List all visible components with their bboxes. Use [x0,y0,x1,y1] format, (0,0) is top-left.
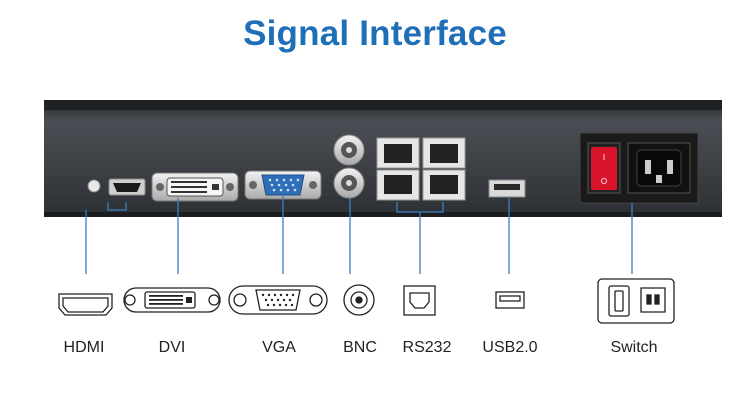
hdmi-port-icon [58,293,113,316]
hdmi-port-photo [108,178,146,196]
port-label-bnc: BNC [343,339,377,356]
port-label-switch: Switch [610,339,658,356]
dvi-port-icon [123,287,221,313]
power-module-photo: I O [579,132,699,204]
page-title: Signal Interface [243,14,507,53]
rs232-port-icon [403,285,436,316]
port-label-vga: VGA [262,339,296,356]
bnc-port-icon [343,284,375,316]
connector-lines [85,196,633,274]
port-label-dvi: DVI [158,339,186,356]
usb-port-icon [495,291,525,309]
svg-text:O: O [601,177,607,186]
vga-port-icon [228,285,328,315]
power-switch-icon [597,278,675,324]
port-label-usb: USB2.0 [482,339,538,356]
dvi-port-photo [151,172,239,202]
usb-port-photo [488,179,526,198]
rs232-ports-photo [376,137,466,201]
led-indicator [87,179,101,193]
port-label-hdmi: HDMI [63,339,105,356]
bnc-ports-photo [333,134,365,199]
svg-text:I: I [603,153,605,162]
port-label-rs232: RS232 [402,339,452,356]
vga-port-photo [244,170,322,200]
